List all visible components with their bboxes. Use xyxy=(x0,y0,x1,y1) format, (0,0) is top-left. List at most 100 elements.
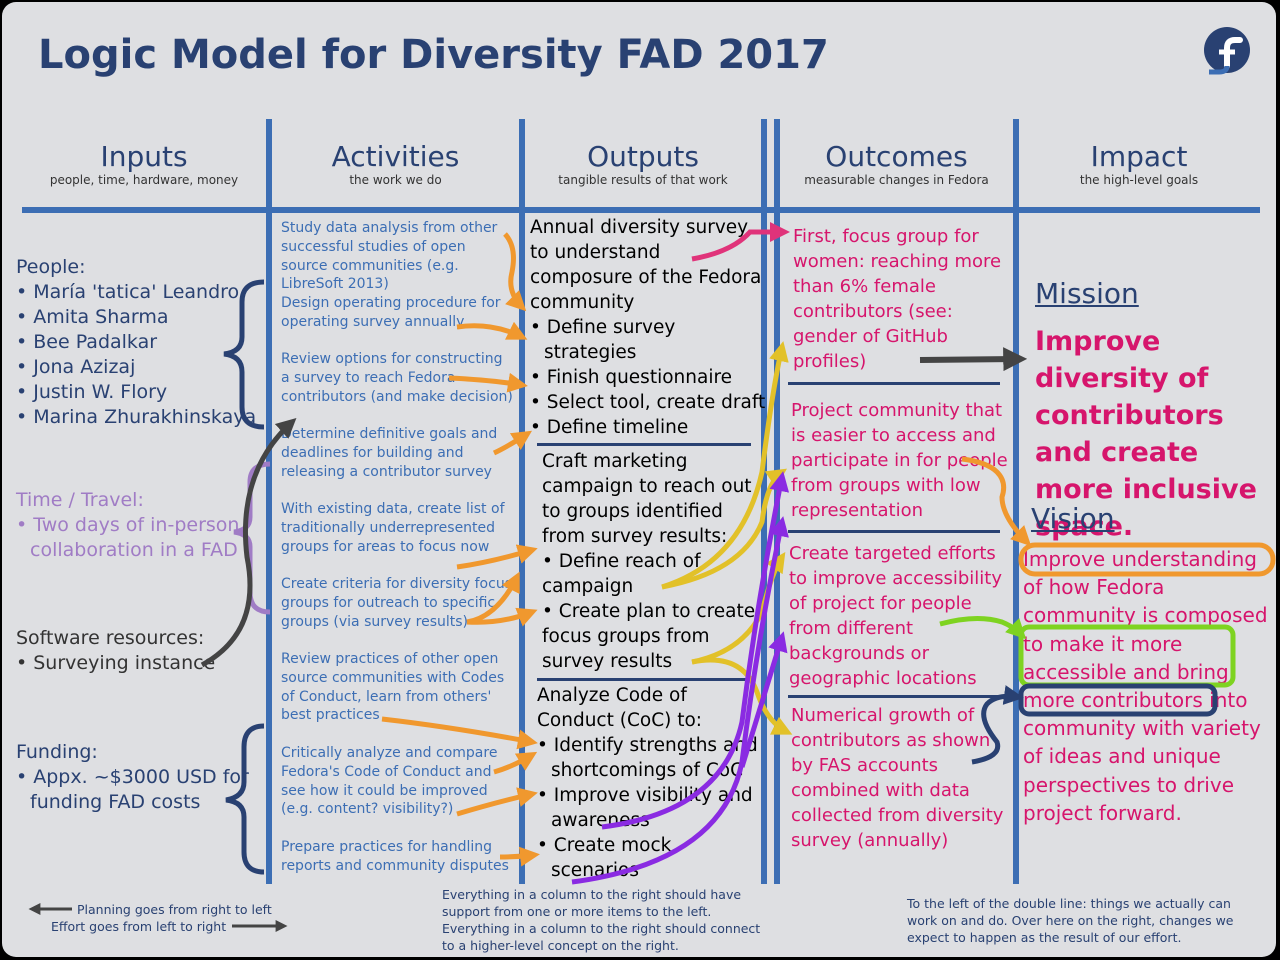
footnote-line: work on and do. Over here on the right, … xyxy=(907,913,1234,928)
inputs-people: People: • María 'tatica' Leandro • Amita… xyxy=(16,255,266,430)
page-title: Logic Model for Diversity FAD 2017 xyxy=(38,32,829,78)
column-divider xyxy=(519,119,525,884)
output-line: to groups identified xyxy=(542,501,723,522)
column-subtitle: the work we do xyxy=(349,173,442,187)
vision-text: Improve understanding of how Fedora comm… xyxy=(1023,547,1268,825)
output-bullet-cont: campaign xyxy=(542,576,634,597)
footnote-line: Everything in a column to the right shou… xyxy=(442,921,761,936)
column-subtitle: people, time, hardware, money xyxy=(49,173,239,187)
activity-item: Critically analyze and compare Fedora's … xyxy=(281,745,498,818)
footnote-line: to a higher-level concept on the right. xyxy=(442,938,679,953)
activity-item: With existing data, create list of tradi… xyxy=(281,501,505,555)
planning-note: Planning goes from right to left xyxy=(77,902,272,917)
center-footnote: Everything in a column to the right shou… xyxy=(442,886,772,954)
column-header-outputs: Outputs tangible results of that work xyxy=(525,140,761,187)
mission-heading: Mission xyxy=(1035,277,1139,310)
software-item: • Surveying instance xyxy=(16,652,216,674)
output-bullet-cont: scenarios xyxy=(551,860,639,881)
output-line: from survey results: xyxy=(542,526,728,547)
output-line: Craft marketing xyxy=(542,451,688,472)
outcome-item: Create targeted efforts to improve acces… xyxy=(789,543,1003,689)
output-line: composure of the Fedora xyxy=(530,267,762,288)
footnote-line: Everything in a column to the right shou… xyxy=(442,887,742,902)
output-bullet-cont: awareness xyxy=(551,810,650,831)
output-survey: Annual diversity survey to understand co… xyxy=(530,215,766,440)
time-item: collaboration in a FAD xyxy=(30,539,238,561)
outcome-item: Project community that is easier to acce… xyxy=(791,400,1008,521)
footnote-line: To the left of the double line: things w… xyxy=(907,896,1231,911)
people-item: • Jona Azizaj xyxy=(16,356,136,378)
outcome-item: Numerical growth of contributors as show… xyxy=(791,705,1004,851)
activity-item: Determine definitive goals and deadlines… xyxy=(281,426,498,480)
output-bullet-cont: focus groups from xyxy=(542,626,710,647)
outcome-divider xyxy=(788,530,1000,533)
output-line: Annual diversity survey xyxy=(530,217,749,238)
funding-label: Funding: xyxy=(16,741,98,763)
people-label: People: xyxy=(16,256,86,278)
output-line: campaign to reach out xyxy=(542,476,752,497)
output-bullet: • Define reach of xyxy=(542,551,701,572)
output-bullet: • Finish questionnaire xyxy=(530,367,733,388)
output-divider xyxy=(537,443,751,446)
column-divider xyxy=(1013,119,1019,884)
effort-note: Effort goes from left to right xyxy=(51,919,227,934)
output-divider xyxy=(537,678,751,681)
people-item: • Bee Padalkar xyxy=(16,331,158,353)
time-item: • Two days of in-person xyxy=(16,514,240,536)
column-title: Outputs xyxy=(587,140,699,173)
output-marketing: Craft marketing campaign to reach out to… xyxy=(542,449,762,674)
outcome-divider xyxy=(788,382,1000,385)
activity-item: Study data analysis from other successfu… xyxy=(281,220,498,293)
people-item: • Amita Sharma xyxy=(16,306,169,328)
output-bullet: • Identify strengths and xyxy=(537,735,758,756)
people-item: • Marina Zhurakhinskaya xyxy=(16,406,257,428)
column-subtitle: tangible results of that work xyxy=(558,173,728,187)
footnote-line: support from one or more items to the le… xyxy=(442,904,712,919)
column-header-activities: Activities the work we do xyxy=(272,140,519,187)
column-header-outcomes: Outcomes measurable changes in Fedora xyxy=(780,140,1013,187)
column-subtitle: the high-level goals xyxy=(1079,173,1199,187)
activity-item: Create criteria for diversity focus grou… xyxy=(281,576,512,630)
inputs-funding: Funding: • Appx. ~$3000 USD for funding … xyxy=(16,740,266,815)
header-divider xyxy=(22,207,1260,213)
time-label: Time / Travel: xyxy=(16,489,144,511)
vision-heading: Vision xyxy=(1031,502,1115,535)
inputs-software: Software resources: • Surveying instance xyxy=(16,626,266,676)
people-item: • María 'tatica' Leandro xyxy=(16,281,240,303)
output-line: Conduct (CoC) to: xyxy=(537,710,703,731)
double-line-divider xyxy=(774,119,780,884)
software-label: Software resources: xyxy=(16,627,205,649)
column-title: Inputs xyxy=(100,140,188,173)
output-bullet-cont: survey results xyxy=(542,651,673,672)
outcome-item: First, focus group for women: reaching m… xyxy=(793,226,1002,372)
column-header-impact: Impact the high-level goals xyxy=(1019,140,1259,187)
output-bullet-cont: strategies xyxy=(544,342,637,363)
output-bullet-cont: shortcomings of CoC xyxy=(551,760,744,781)
inputs-time-travel: Time / Travel: • Two days of in-person c… xyxy=(16,488,266,563)
column-header-inputs: Inputs people, time, hardware, money xyxy=(22,140,266,187)
column-title: Impact xyxy=(1090,140,1188,173)
fedora-logo-icon xyxy=(1203,26,1253,76)
people-item: • Justin W. Flory xyxy=(16,381,168,403)
output-bullet: • Improve visibility and xyxy=(537,785,753,806)
output-line: Analyze Code of xyxy=(537,685,687,706)
funding-item: funding FAD costs xyxy=(30,791,201,813)
column-title: Activities xyxy=(331,140,460,173)
output-coc: Analyze Code of Conduct (CoC) to: • Iden… xyxy=(537,683,762,883)
activity-item: Review options for constructing a survey… xyxy=(281,351,513,405)
mission-text: Improve diversity of contributors and cr… xyxy=(1035,326,1257,542)
output-line: to understand xyxy=(530,242,661,263)
output-line: community xyxy=(530,292,635,313)
output-bullet: • Define timeline xyxy=(530,417,689,438)
column-divider xyxy=(266,119,272,884)
right-footnote: To the left of the double line: things w… xyxy=(907,895,1247,946)
footnote-line: expect to happen as the result of our ef… xyxy=(907,930,1182,945)
output-bullet: • Select tool, create draft xyxy=(530,392,766,413)
column-title: Outcomes xyxy=(825,140,968,173)
funding-item: • Appx. ~$3000 USD for xyxy=(16,766,249,788)
outcome-divider xyxy=(788,695,1000,698)
activity-item: Design operating procedure for operating… xyxy=(281,295,501,330)
output-bullet: • Create plan to create xyxy=(542,601,756,622)
output-bullet: • Create mock xyxy=(537,835,672,856)
